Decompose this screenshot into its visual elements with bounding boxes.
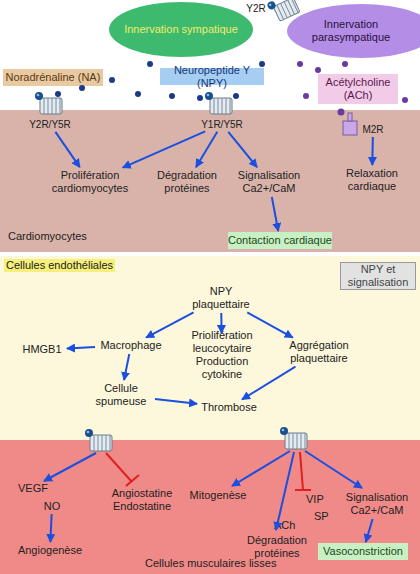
node-text: Innervation parasympatique bbox=[291, 18, 411, 44]
arrow-connector bbox=[55, 132, 79, 167]
outcome-box: Contaction cardiaque bbox=[228, 232, 332, 249]
node-text: NO bbox=[44, 500, 61, 513]
receptor-label: Y1R/Y5R bbox=[190, 117, 254, 131]
node-text: Vasoconstriction bbox=[323, 545, 403, 558]
arrow-connector bbox=[366, 519, 373, 542]
arrow-connector bbox=[228, 132, 257, 167]
arrow-connector bbox=[371, 137, 374, 165]
node-text: Signalisation Ca2+/CaM bbox=[230, 169, 308, 195]
effect-text: Dégradation protéines bbox=[236, 533, 318, 561]
cell-band: Cellules endothéliales NPY et signalisati… bbox=[0, 256, 420, 440]
transmitter-box: Noradrénaline (NA) bbox=[3, 69, 103, 86]
effect-text: HMGB1 bbox=[18, 342, 66, 357]
transmitter-box: Acétylcholine (ACh) bbox=[318, 74, 398, 104]
arrow-connector bbox=[123, 131, 205, 167]
arrow-connector bbox=[155, 399, 197, 404]
node-text: Angiogenèse bbox=[18, 544, 82, 557]
node-text: Noradrénaline (NA) bbox=[6, 71, 101, 84]
effect-text: Priolifération leucocytaire Production c… bbox=[176, 334, 268, 376]
cell-band: Cardiomyocytes Y2R/Y5R Y1R/Y5R M2R Proliféra… bbox=[0, 110, 420, 252]
band-label: Cardiomyocytes bbox=[6, 230, 89, 243]
node-text: Angiostatine Endostatine bbox=[106, 487, 178, 513]
node-text: Neuropeptide Y (NPY) bbox=[160, 64, 264, 90]
effect-text: Angiostatine Endostatine bbox=[106, 486, 178, 514]
effect-text: Thrombose bbox=[198, 400, 260, 415]
arrow-connector bbox=[146, 312, 193, 337]
effect-text: Dégradation protéines bbox=[148, 168, 226, 196]
nerve-ellipse: Innervation parasympatique bbox=[286, 3, 420, 59]
node-text: Thrombose bbox=[201, 401, 257, 414]
cell-band: Cellules musculaires lissesNOAngiostatin… bbox=[0, 440, 420, 574]
arrow-connector bbox=[242, 367, 295, 400]
node-text: Dégradation protéines bbox=[236, 534, 318, 560]
signal-label: ACh bbox=[274, 519, 300, 532]
node-text: NPY et signalisation bbox=[341, 263, 415, 289]
signal-label: VIP bbox=[306, 493, 330, 506]
node-text: Relaxation cardiaque bbox=[332, 167, 412, 193]
arrow-connector bbox=[220, 313, 222, 333]
node-text: Dégradation protéines bbox=[148, 169, 226, 195]
nerve-ellipse: Innervation sympatique bbox=[108, 1, 254, 58]
arrow-connector bbox=[196, 132, 217, 167]
effect-text: Macrophage bbox=[96, 338, 166, 353]
receptor-label: Y2R/Y5R bbox=[18, 117, 82, 131]
effect-text: Relaxation cardiaque bbox=[332, 166, 412, 194]
node-text: M2R bbox=[362, 123, 383, 136]
node-text: Signalisation Ca2+/CaM bbox=[340, 491, 414, 517]
receptor-label: M2R bbox=[358, 122, 388, 136]
effect-text: Aggrégation plaquettaire bbox=[282, 338, 356, 366]
node-text: Mitogenèse bbox=[190, 489, 247, 502]
title-box: NPY et signalisation bbox=[340, 262, 416, 290]
transmitter-box: Neuropeptide Y (NPY) bbox=[160, 68, 264, 85]
node-text: Innervation sympatique bbox=[124, 23, 238, 36]
effect-text: Mitogenèse bbox=[186, 488, 250, 503]
effect-text: Prolifération cardiomyocytes bbox=[38, 168, 142, 196]
node-text: HMGB1 bbox=[22, 343, 61, 356]
arrow-connector bbox=[272, 197, 278, 231]
node-text: Acétylcholine (ACh) bbox=[318, 76, 398, 102]
arrow-connector bbox=[247, 312, 292, 337]
effect-text: Signalisation Ca2+/CaM bbox=[230, 168, 308, 196]
node-text: Prolifération cardiomyocytes bbox=[38, 169, 142, 195]
node-text: Y1R/Y5R bbox=[201, 118, 243, 131]
effect-text: NO bbox=[40, 499, 64, 513]
node-text: Macrophage bbox=[100, 339, 161, 352]
receptor-label: Y2R bbox=[242, 1, 270, 15]
node-text: NPY plaquettaire bbox=[185, 285, 257, 311]
node-text: Cellule spumeuse bbox=[88, 382, 154, 408]
node-text: Priolifération leucocytaire Production c… bbox=[176, 329, 268, 381]
effect-text: Angiogenèse bbox=[12, 543, 88, 558]
arrow-connector bbox=[50, 514, 51, 542]
effect-text: Cellule spumeuse bbox=[88, 381, 154, 409]
effect-text: NPY plaquettaire bbox=[185, 284, 257, 312]
arrow-connector bbox=[124, 354, 129, 380]
arrow-connector bbox=[67, 347, 95, 348]
node-text: Contaction cardiaque bbox=[228, 234, 332, 247]
node-text: Y2R bbox=[246, 2, 265, 15]
neurotransmitter-dots bbox=[55, 61, 408, 103]
node-text: Aggrégation plaquettaire bbox=[282, 339, 356, 365]
node-text: Y2R/Y5R bbox=[29, 118, 71, 131]
signal-label: VEGF bbox=[18, 482, 52, 495]
band-label: Cellules endothéliales bbox=[4, 259, 115, 272]
effect-text: Signalisation Ca2+/CaM bbox=[340, 490, 414, 518]
outcome-box: Vasoconstriction bbox=[318, 543, 408, 560]
signal-label: SP bbox=[314, 510, 334, 523]
